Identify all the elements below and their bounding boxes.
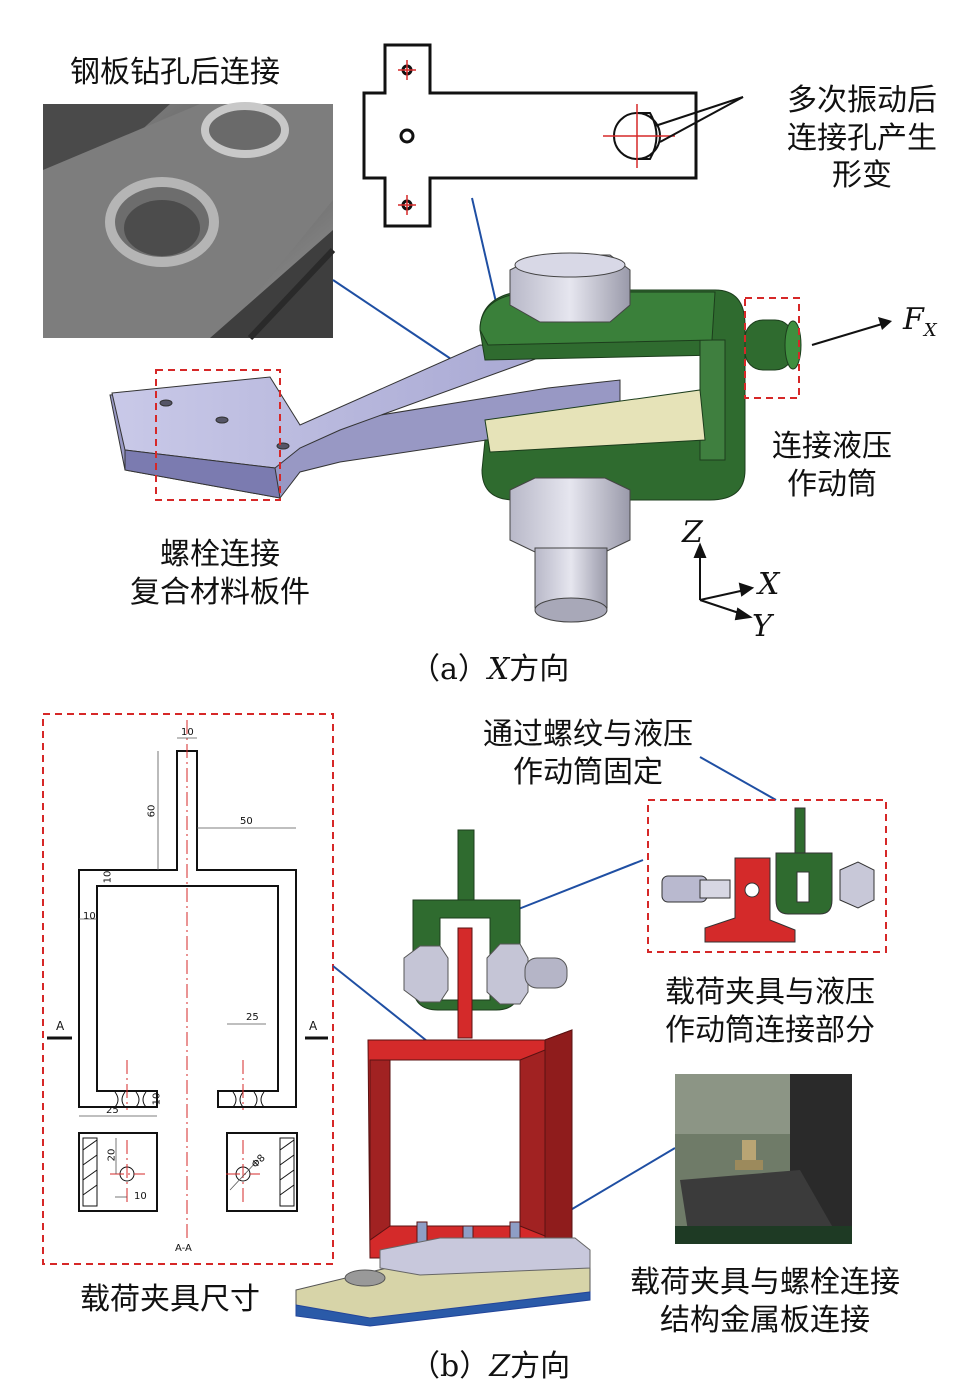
section-right-label: A — [309, 1019, 318, 1033]
section-name-label: A-A — [175, 1243, 192, 1254]
actuator-label: 连接液压 作动筒 — [772, 429, 892, 502]
deform-pointer — [654, 96, 744, 143]
dim-slot-width: 25 — [246, 1012, 259, 1023]
photo-label: 钢板钻孔后连接 — [70, 55, 280, 90]
size-leader — [332, 965, 433, 1046]
force-label: FX — [903, 302, 937, 341]
bolt-label: 螺栓连接 复合材料板件 — [130, 537, 310, 610]
dim-arm-width: 50 — [240, 816, 253, 827]
axis-x-label: X — [758, 567, 780, 602]
dim-top-width: 10 — [181, 727, 194, 738]
axis-y-label: Y — [752, 609, 772, 644]
drawing-box — [42, 713, 334, 1265]
caption-a: （a）X方向 — [410, 652, 570, 687]
bolt-area-box — [155, 369, 281, 501]
connect-label: 载荷夹具与液压 作动筒连接部分 — [665, 975, 875, 1048]
fixture-drawing — [78, 750, 298, 1212]
thread-leader — [699, 756, 777, 801]
dim-hole-offset: 20 — [106, 1148, 118, 1162]
dim-bottom-width: 25 — [106, 1105, 119, 1116]
size-label: 载荷夹具尺寸 — [80, 1282, 260, 1317]
coordinate-axes — [693, 542, 755, 621]
caption-b: （b）Z方向 — [410, 1349, 571, 1384]
force-arrow — [811, 323, 883, 346]
composite-plate-3d — [109, 344, 621, 499]
plate-center-marks — [398, 60, 675, 215]
bolt-3d — [509, 252, 631, 623]
deform-label: 多次振动后 连接孔产生 形变 — [787, 83, 937, 193]
load-fixture-3d — [295, 829, 591, 1327]
dim-side: 10 — [83, 911, 96, 922]
bolt-connection-photo — [675, 1074, 852, 1244]
exploded-box — [647, 799, 887, 953]
axis-z-label: Z — [682, 515, 703, 550]
dim-hole-bottom: 10 — [134, 1191, 147, 1202]
metal-label: 载荷夹具与螺栓连接 结构金属板连接 — [630, 1265, 900, 1338]
connect-leader — [515, 859, 644, 911]
actuator-area-box — [744, 297, 800, 399]
section-left-label: A — [56, 1019, 65, 1033]
dim-stem-height: 60 — [146, 804, 158, 818]
dim-slot-depth: 10 — [151, 1092, 163, 1106]
steel-plate-photo — [43, 102, 336, 341]
exploded-view — [661, 807, 875, 943]
thread-label: 通过螺纹与液压 作动筒固定 — [483, 717, 693, 790]
dim-wall: 10 — [102, 870, 114, 884]
photo-leader-line — [332, 279, 461, 366]
drawing-centerlines — [110, 720, 260, 1240]
dimension-lines — [79, 737, 296, 1198]
